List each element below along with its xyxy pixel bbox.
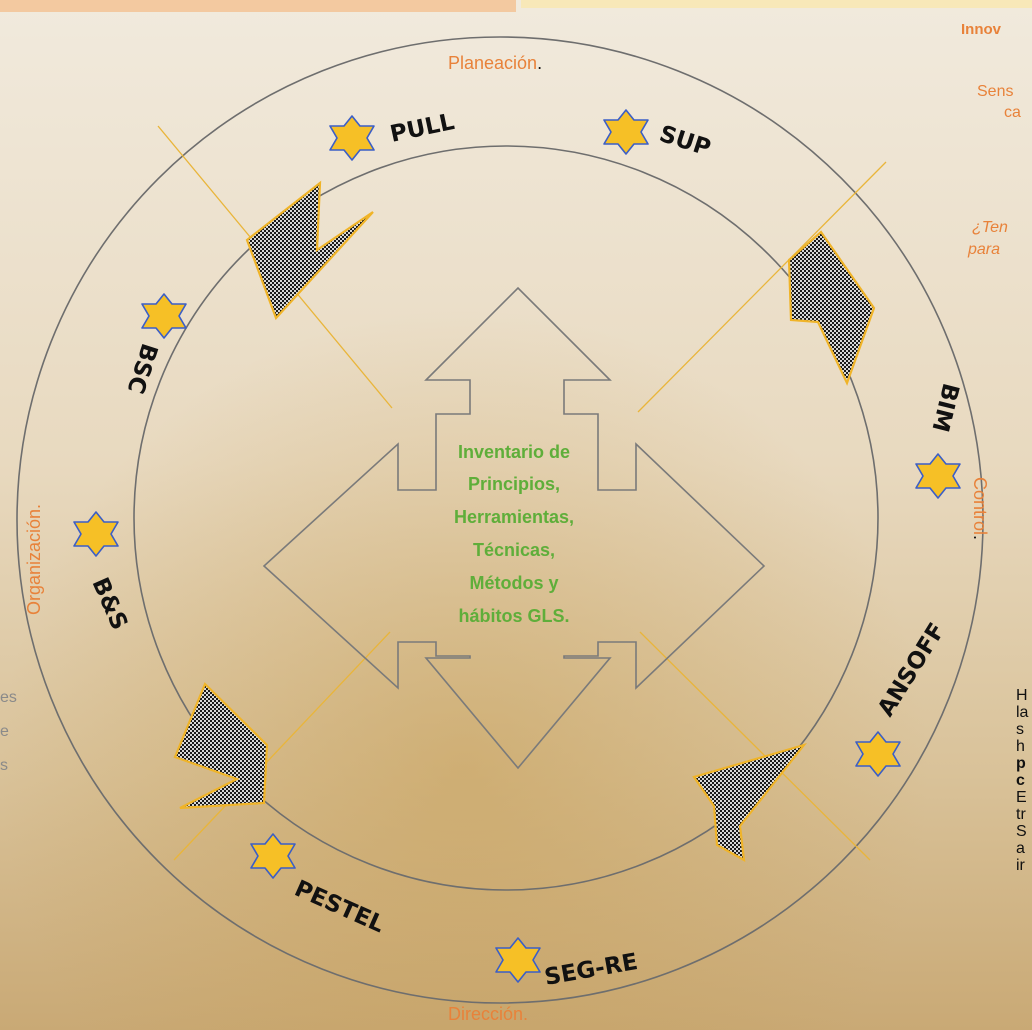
chevron-arrow-bottom-right [692, 742, 807, 863]
divider-line-bottom-right [639, 631, 871, 861]
star-icon-bsc [141, 293, 187, 339]
outer-ring [16, 36, 984, 1004]
center-text-line-5: Métodos y [469, 573, 558, 593]
divider-line-top-right [637, 161, 887, 413]
chevron-arrow-top-right [787, 230, 876, 386]
phase-label-planeacion: Planeación. [448, 53, 542, 73]
tool-label-sup: SUP [656, 121, 714, 162]
star-icon-bim [915, 453, 961, 499]
top-accent-bar-left [0, 0, 516, 12]
tool-label-bsc: BSC [122, 340, 162, 397]
tool-label-pull: PULL [388, 109, 457, 148]
central-four-way-arrow [262, 286, 766, 770]
center-text-line-3: Herramientas, [454, 507, 574, 527]
right-body-fragment-10: a [1016, 840, 1025, 857]
center-text-line-6: hábitos GLS. [458, 606, 569, 626]
right-body-fragment-8: tr [1016, 806, 1026, 823]
right-body-fragment-5: p [1016, 755, 1026, 772]
star-icon-sup [603, 109, 649, 155]
top-accent-bar-right [521, 0, 1032, 8]
right-orange-fragment-2: ca [1004, 104, 1021, 121]
right-body-fragment-11: ir [1016, 857, 1025, 874]
phase-label-direccion: Dirección. [448, 1004, 528, 1024]
center-text-line-1: Inventario de [458, 442, 570, 462]
tool-label-bim: BIM [926, 381, 963, 435]
tool-label-seg-re: SEG-RE [543, 949, 640, 991]
left-fragment-2: e [0, 723, 9, 740]
star-icon-pestel [250, 833, 296, 879]
right-body-fragment-6: c [1016, 772, 1025, 789]
star-icon-ansoff [855, 731, 901, 777]
phase-label-organizacion: Organización. [24, 504, 44, 615]
right-body-fragment-2: la [1016, 704, 1029, 721]
right-body-fragment-7: E [1016, 789, 1027, 806]
phase-label-control: Control. [970, 477, 990, 540]
right-italic-fragment-2: para [968, 241, 1001, 258]
right-orange-fragment-1: Sens [977, 83, 1014, 100]
star-icon-bs [73, 511, 119, 557]
right-body-fragment-4: h [1016, 738, 1025, 755]
right-heading-fragment: Innov [961, 21, 1001, 38]
star-icon-pull [329, 115, 375, 161]
right-body-fragment-9: S [1016, 823, 1027, 840]
star-icon-seg-re [495, 937, 541, 983]
center-text-line-2: Principios, [468, 474, 560, 494]
chevron-arrow-bottom-left [173, 682, 269, 810]
tool-label-pestel: PESTEL [291, 876, 389, 939]
chevron-arrow-top-left [245, 180, 374, 321]
left-fragment-1: es [0, 689, 17, 706]
right-body-fragment-3: s [1016, 721, 1024, 738]
tool-label-ansoff: ANSOFF [873, 619, 950, 721]
right-italic-fragment-1: ¿Ten [972, 219, 1008, 236]
right-body-fragment-1: H [1016, 687, 1028, 704]
tool-label-bs: B&S [87, 574, 133, 634]
divider-line-bottom-left [173, 631, 391, 861]
center-text-line-4: Técnicas, [473, 540, 555, 560]
left-fragment-3: s [0, 757, 8, 774]
inner-ring [133, 145, 879, 891]
